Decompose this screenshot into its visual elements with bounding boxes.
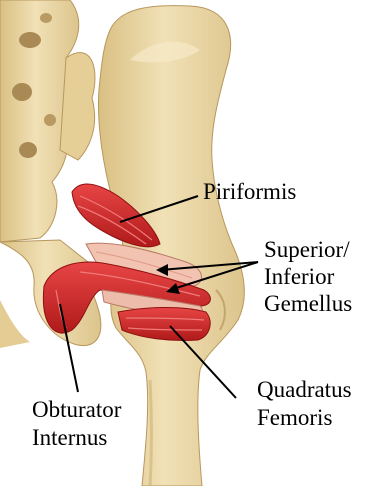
gemellus-label-line1: Superior/	[264, 236, 350, 263]
gemellus-label-line3: Gemellus	[264, 290, 352, 317]
piriformis-label: Piriformis	[203, 178, 296, 205]
obturator-label-line1: Obturator	[32, 396, 121, 423]
quadratus-label-line2: Femoris	[257, 404, 332, 431]
quadratus-label-line1: Quadratus	[257, 376, 352, 403]
gemellus-label-line2: Inferior	[264, 263, 334, 290]
obturator-label-line2: Internus	[32, 424, 107, 451]
